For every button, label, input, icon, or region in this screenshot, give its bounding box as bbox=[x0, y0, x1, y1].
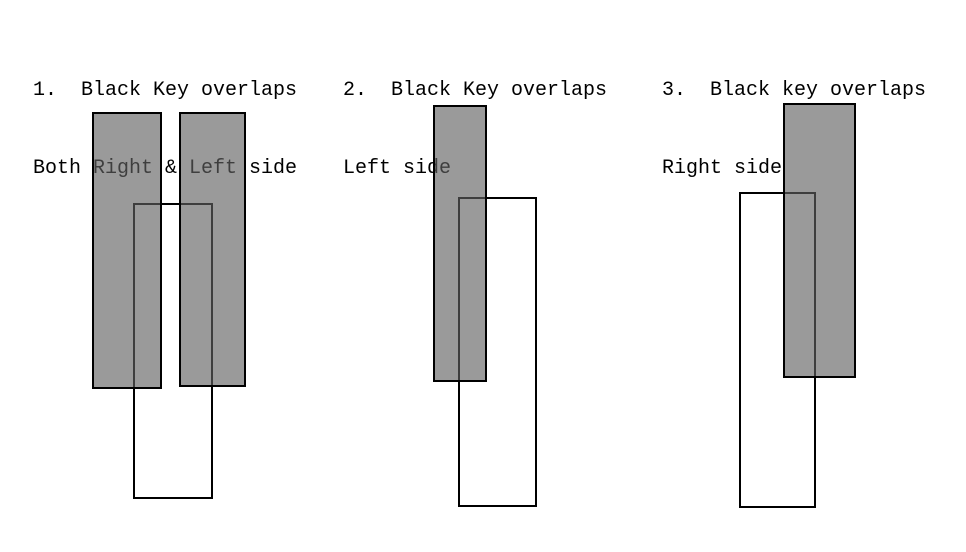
figure-3-caption: 3. Black key overlaps Right side bbox=[662, 26, 926, 234]
figure-2-caption: 2. Black Key overlaps Left side bbox=[343, 26, 607, 234]
figure-3-caption-line-1: 3. Black key overlaps bbox=[662, 79, 927, 102]
black-key bbox=[783, 103, 856, 378]
figure-3-caption-line-2: Right side bbox=[662, 157, 783, 180]
figure-1-caption-line-1: 1. Black Key overlaps bbox=[33, 79, 298, 102]
black-key bbox=[433, 105, 487, 382]
black-key-right bbox=[179, 112, 246, 387]
figure-2-caption-line-1: 2. Black Key overlaps bbox=[343, 79, 608, 102]
black-key-left bbox=[92, 112, 162, 389]
